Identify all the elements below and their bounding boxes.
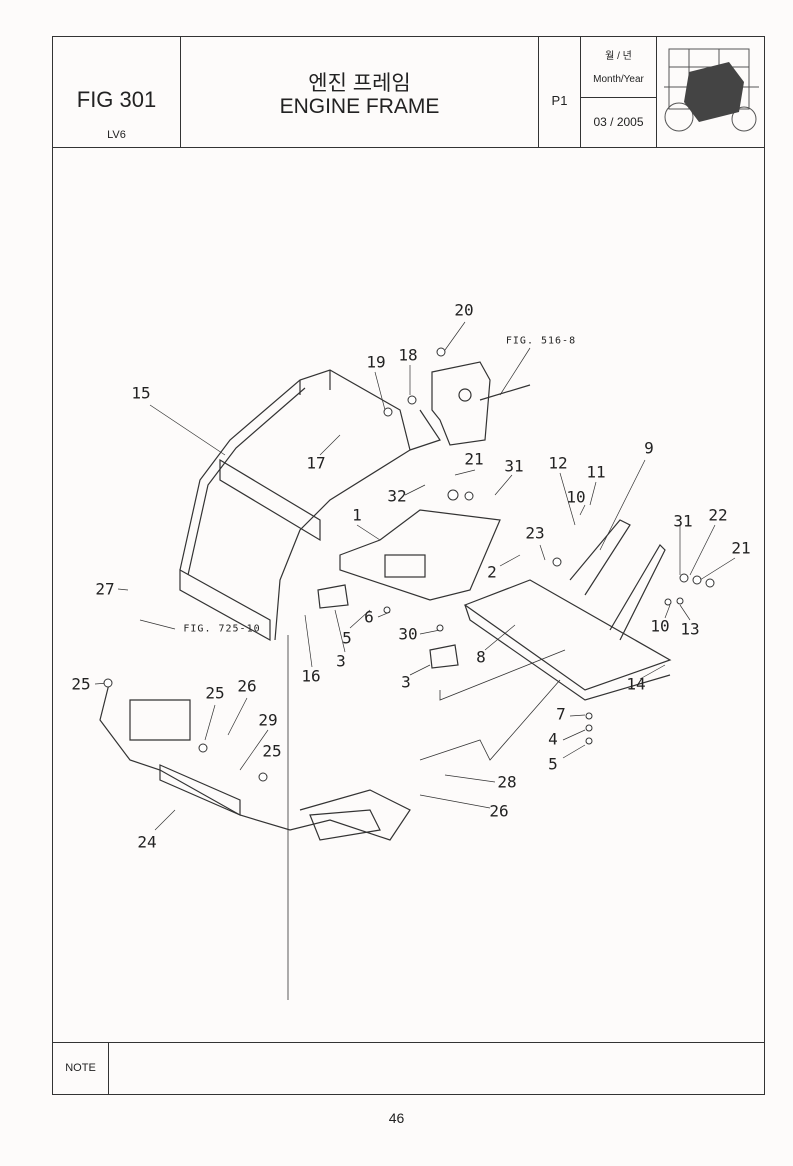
- callout: 5: [342, 628, 352, 648]
- callout: 10: [566, 487, 586, 507]
- callout: 24: [137, 832, 157, 852]
- callout: 2: [487, 562, 497, 582]
- date-value: 03 / 2005: [593, 115, 644, 129]
- note-label: NOTE: [53, 1043, 109, 1094]
- callout: 26: [489, 801, 509, 821]
- callout: 19: [366, 352, 386, 372]
- callout: 9: [644, 438, 654, 458]
- callout: 31: [504, 456, 524, 476]
- page-code: P1: [551, 93, 568, 108]
- callout: 29: [258, 710, 278, 730]
- callout: 25: [262, 741, 282, 761]
- model-code: LV6: [107, 129, 126, 141]
- callout: 21: [464, 449, 484, 469]
- callout: 15: [131, 383, 151, 403]
- callout: 23: [525, 523, 545, 543]
- callout: 30: [398, 624, 418, 644]
- callout: 18: [398, 345, 418, 365]
- callout: 20: [454, 300, 474, 320]
- callout: 11: [586, 462, 606, 482]
- tractor-thumbnail-icon: [664, 48, 759, 132]
- header-table: FIG 301 LV6 엔진 프레임 ENGINE FRAME P1 월 / 년…: [53, 37, 764, 148]
- callout: 6: [364, 607, 374, 627]
- title-english: ENGINE FRAME: [279, 95, 440, 118]
- callout: 26: [237, 676, 257, 696]
- callout: 21: [731, 538, 751, 558]
- date-label-korean: 월 / 년: [605, 51, 632, 62]
- callout: 3: [401, 672, 411, 692]
- note-row: NOTE: [53, 1042, 764, 1094]
- callout: 5: [548, 754, 558, 774]
- callout: 32: [387, 486, 407, 506]
- callout: 16: [301, 666, 321, 686]
- date-cell: 월 / 년 Month/Year 03 / 2005: [581, 37, 657, 147]
- fig-number: FIG 301: [76, 87, 157, 112]
- title-cell: 엔진 프레임 ENGINE FRAME: [181, 37, 539, 147]
- callout: 22: [708, 505, 728, 525]
- callout: 7: [556, 704, 566, 724]
- date-label-english: Month/Year: [593, 74, 644, 85]
- callout: 14: [626, 674, 646, 694]
- figure-reference: FIG. 516-8: [505, 335, 577, 347]
- title-korean: 엔진 프레임: [308, 72, 411, 95]
- page-number: 46: [388, 1110, 405, 1126]
- callout: 27: [95, 579, 115, 599]
- callout: 4: [548, 729, 558, 749]
- callout: 25: [71, 674, 91, 694]
- fig-cell: FIG 301 LV6: [53, 37, 181, 147]
- callout: 10: [650, 616, 670, 636]
- callout: 1: [352, 505, 362, 525]
- callout: 28: [497, 772, 517, 792]
- callout: 17: [306, 453, 326, 473]
- callout: 25: [205, 683, 225, 703]
- callout: 13: [680, 619, 700, 639]
- machine-thumbnail: [657, 37, 766, 147]
- page-cell: P1: [539, 37, 581, 147]
- callout: 3: [336, 651, 346, 671]
- callout: 12: [548, 453, 568, 473]
- figure-reference: FIG. 725-10: [183, 623, 261, 635]
- page-frame: FIG 301 LV6 엔진 프레임 ENGINE FRAME P1 월 / 년…: [52, 36, 765, 1095]
- callout: 31: [673, 511, 693, 531]
- callout: 8: [476, 647, 486, 667]
